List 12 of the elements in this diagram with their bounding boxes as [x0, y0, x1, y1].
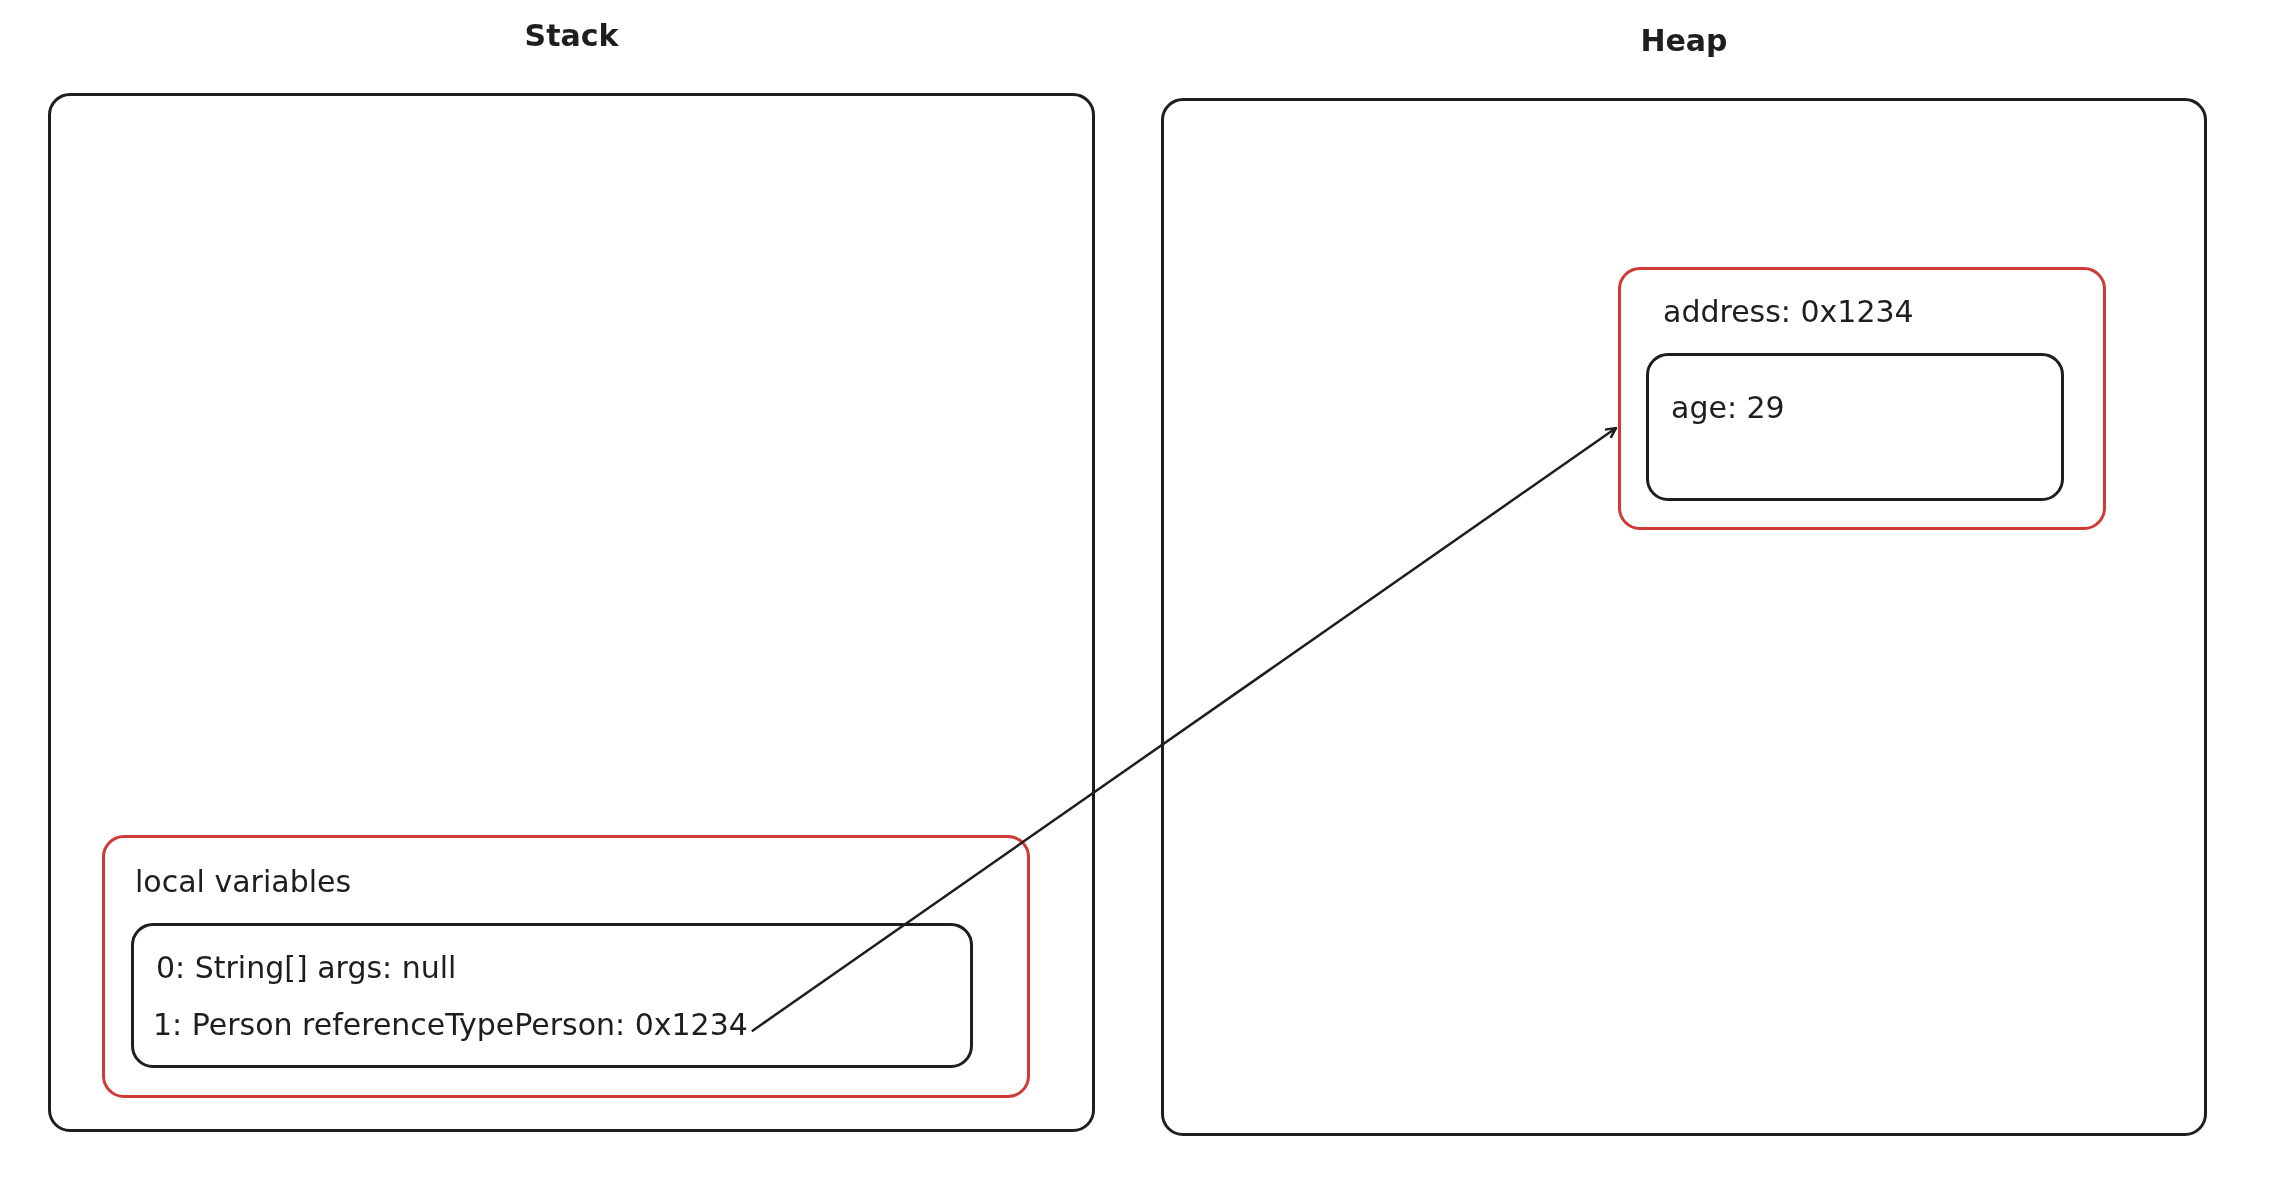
- variable-slot-box: [131, 923, 973, 1068]
- object-box: [1618, 267, 2106, 530]
- local-variables-box: [102, 835, 1030, 1098]
- variable-text: 0: String[] args: null: [156, 950, 457, 986]
- field-box: [1646, 353, 2064, 501]
- variable-text: address: 0x1234: [1663, 294, 1914, 330]
- region-heading: Heap: [1640, 23, 1728, 59]
- variable-text: age: 29: [1671, 390, 1785, 426]
- arrow: [751, 426, 1618, 1033]
- variable-text: local variables: [135, 864, 352, 900]
- variable-text: 1: Person referenceTypePerson: 0x1234: [153, 1007, 748, 1043]
- region-heading: Stack: [524, 18, 619, 54]
